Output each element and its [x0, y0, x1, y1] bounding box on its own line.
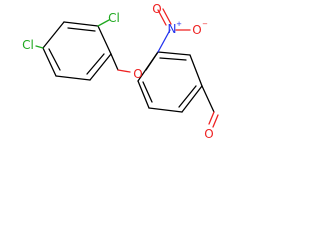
bond-ch2-o [117, 69, 131, 73]
structure-drawing: Cl Cl O N + O O − O [22, 2, 219, 141]
bond-ringB-double-1 [159, 57, 187, 61]
atom-ether-o: O [133, 67, 142, 81]
bonds [35, 8, 219, 128]
atom-cl-left: Cl [22, 38, 34, 52]
bond-n-o-top [157, 9, 167, 26]
charge-nitro-o: − [202, 20, 208, 28]
bond-ringB-4 [148, 107, 183, 113]
bond-ringA-5 [42, 21, 65, 49]
atom-nitro-o-right: O [192, 23, 201, 37]
bond-ringA-2 [89, 53, 112, 81]
atom-nitro-o-top: O [152, 2, 161, 16]
bond-ringB-double-3 [142, 81, 153, 103]
bond-n-o-top-double [162, 8, 172, 25]
bond-ringA-1 [97, 25, 112, 55]
charge-nitro-n: + [176, 20, 182, 28]
bond-ring-cho [201, 85, 215, 113]
bond-cho-o-double [212, 114, 219, 128]
bond-cl-top [97, 19, 110, 27]
bond-ringB-1 [157, 51, 191, 56]
bond-ringB-double-2 [178, 85, 197, 108]
bond-ringA-4 [42, 47, 57, 77]
bond-ringA-double-3 [67, 27, 96, 32]
bond-ringB-3 [181, 85, 203, 113]
bond-ringB-6 [137, 51, 159, 82]
bond-ringA-3 [55, 75, 91, 81]
molecule-structure: Cl Cl O N + O O − O [0, 0, 244, 148]
atom-cl-top: Cl [108, 11, 120, 25]
bond-ringA-6 [63, 21, 99, 27]
bond-cl-left [35, 45, 44, 49]
bond-ringA-double-2 [48, 48, 61, 71]
bond-cho-o [208, 111, 215, 125]
atom-aldehyde-o: O [204, 127, 213, 141]
atom-nitro-n: N [168, 22, 177, 36]
bond-ringB-5 [137, 80, 150, 109]
bond-ch2 [110, 53, 119, 71]
bond-ringA-double-1 [86, 53, 105, 75]
bond-ringB-2 [189, 54, 203, 87]
bond-ring-n [157, 29, 171, 53]
